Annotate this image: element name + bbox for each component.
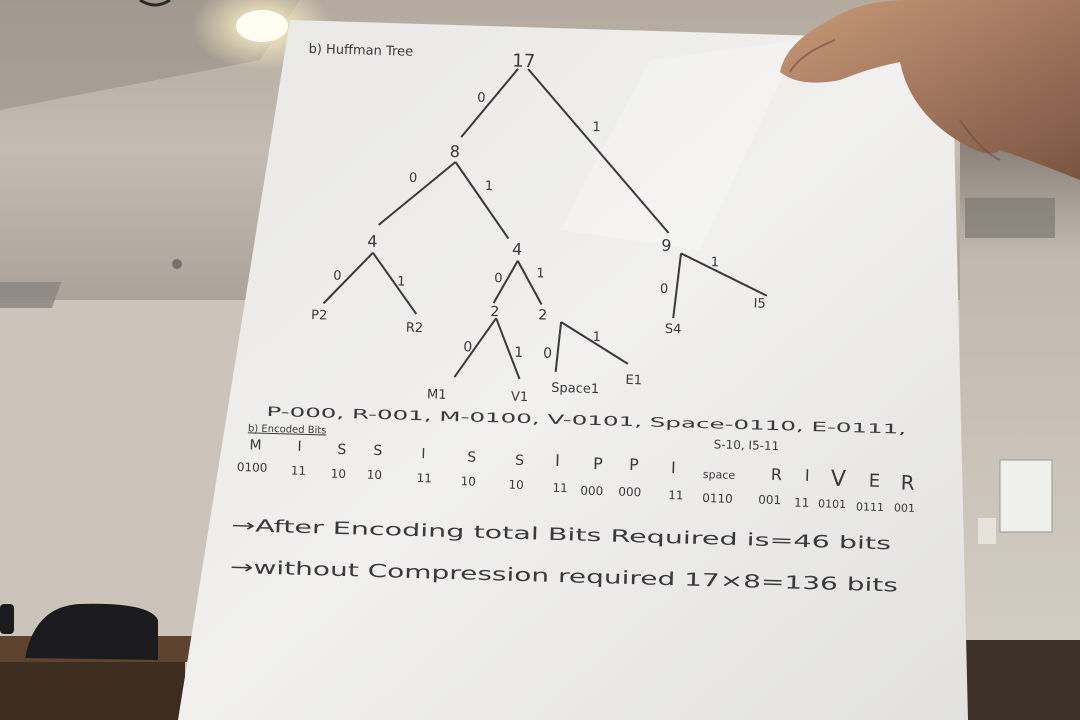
encoded-bits: 10 <box>508 478 524 492</box>
edge-label: 1 <box>485 179 494 194</box>
encoded-bits: 001 <box>894 501 915 515</box>
wall-notice <box>999 459 1053 533</box>
right-table <box>960 640 1080 720</box>
edge-label: 0 <box>409 171 418 186</box>
encoded-bits: 001 <box>758 493 781 508</box>
edge-label: 0 <box>660 282 669 297</box>
leaf-space: Space1 <box>551 381 599 397</box>
edge-label: 0 <box>494 271 503 286</box>
encoded-letter: R <box>900 471 915 495</box>
paper-glare <box>560 40 800 250</box>
encoded-bits: 11 <box>794 496 810 510</box>
encoded-letter: S <box>467 449 476 465</box>
edge-label: 1 <box>592 330 601 345</box>
edge-label: 1 <box>514 345 523 361</box>
encoded-letter: S <box>373 443 382 459</box>
ceiling-lamp-core <box>236 10 288 42</box>
encoded-bits: 11 <box>291 464 307 478</box>
encoded-bits: 11 <box>668 488 684 502</box>
encoded-bits: 0100 <box>237 460 268 475</box>
encoded-letter: V <box>830 467 846 492</box>
chair-edge <box>0 604 14 634</box>
leaf-m: M1 <box>427 387 447 403</box>
encoded-letter: S <box>337 442 346 458</box>
encoded-bits: 10 <box>367 468 383 482</box>
encoded-bits: 000 <box>580 484 603 499</box>
leaf-s: S4 <box>665 322 682 337</box>
encoded-bits: 0111 <box>856 500 884 514</box>
encoded-letter: R <box>771 465 783 484</box>
encoded-bits: 10 <box>331 467 347 481</box>
leaf-p: P2 <box>311 308 328 323</box>
leaf-i: I5 <box>753 296 766 311</box>
edge-label: 0 <box>333 269 342 284</box>
edge-label: 1 <box>592 120 601 135</box>
node-9: 9 <box>661 236 672 255</box>
encoded-letter: S <box>515 453 524 469</box>
encoded-bits: 10 <box>460 474 476 488</box>
encoded-bits: 11 <box>552 481 568 495</box>
node-4-right: 4 <box>512 240 523 259</box>
ceiling-spot <box>172 259 182 269</box>
encoded-letter: M <box>249 437 262 453</box>
encoded-letter: E <box>868 471 880 492</box>
encoded-bits: 000 <box>618 485 641 500</box>
encoded-letters-row: M I S S I S S I P P I space R I V E R <box>249 437 915 495</box>
encoded-bits: 0110 <box>702 491 733 506</box>
node-8: 8 <box>450 142 461 161</box>
leaf-r: R2 <box>406 321 424 336</box>
node-2-right: 2 <box>538 307 547 323</box>
encoded-letter: I <box>421 446 426 462</box>
chair <box>25 603 158 660</box>
encoded-letter: I <box>805 466 810 485</box>
encoded-letter: I <box>671 458 676 477</box>
ceiling-fixture <box>139 0 171 7</box>
heading-text: b) Huffman Tree <box>308 42 413 60</box>
edge-label: 0 <box>543 346 552 362</box>
encoded-bits: 11 <box>416 471 432 485</box>
tree-edges <box>322 68 768 380</box>
node-4-left: 4 <box>367 232 378 251</box>
encoded-letter: P <box>629 455 640 474</box>
leaf-v: V1 <box>511 390 529 405</box>
paper-sheet <box>178 20 968 720</box>
encoded-letter: space <box>703 468 736 482</box>
encoded-bits-label: b) Encoded Bits <box>248 423 327 436</box>
encoded-bits: 0101 <box>818 497 846 511</box>
root-node: 17 <box>512 51 535 73</box>
codes-line-2: S-10, I5-11 <box>714 437 780 453</box>
edge-label: 1 <box>397 274 406 289</box>
hand <box>780 0 1080 180</box>
edge-label: 1 <box>711 255 720 270</box>
node-2-left: 2 <box>490 304 499 320</box>
encoded-letter: I <box>555 451 560 470</box>
edge-label: 0 <box>477 91 486 106</box>
encoded-bits-row: 0100 11 10 10 11 10 10 11 000 000 11 011… <box>237 460 915 515</box>
encoded-letter: P <box>593 454 604 473</box>
ceiling-vent <box>0 282 62 308</box>
leaf-e: E1 <box>625 373 642 388</box>
encoded-letter: I <box>297 439 302 455</box>
light-switch <box>978 518 996 544</box>
edge-label: 0 <box>463 339 472 355</box>
table-lower <box>0 662 185 720</box>
edge-label: 1 <box>536 266 545 281</box>
right-vent <box>965 198 1055 238</box>
